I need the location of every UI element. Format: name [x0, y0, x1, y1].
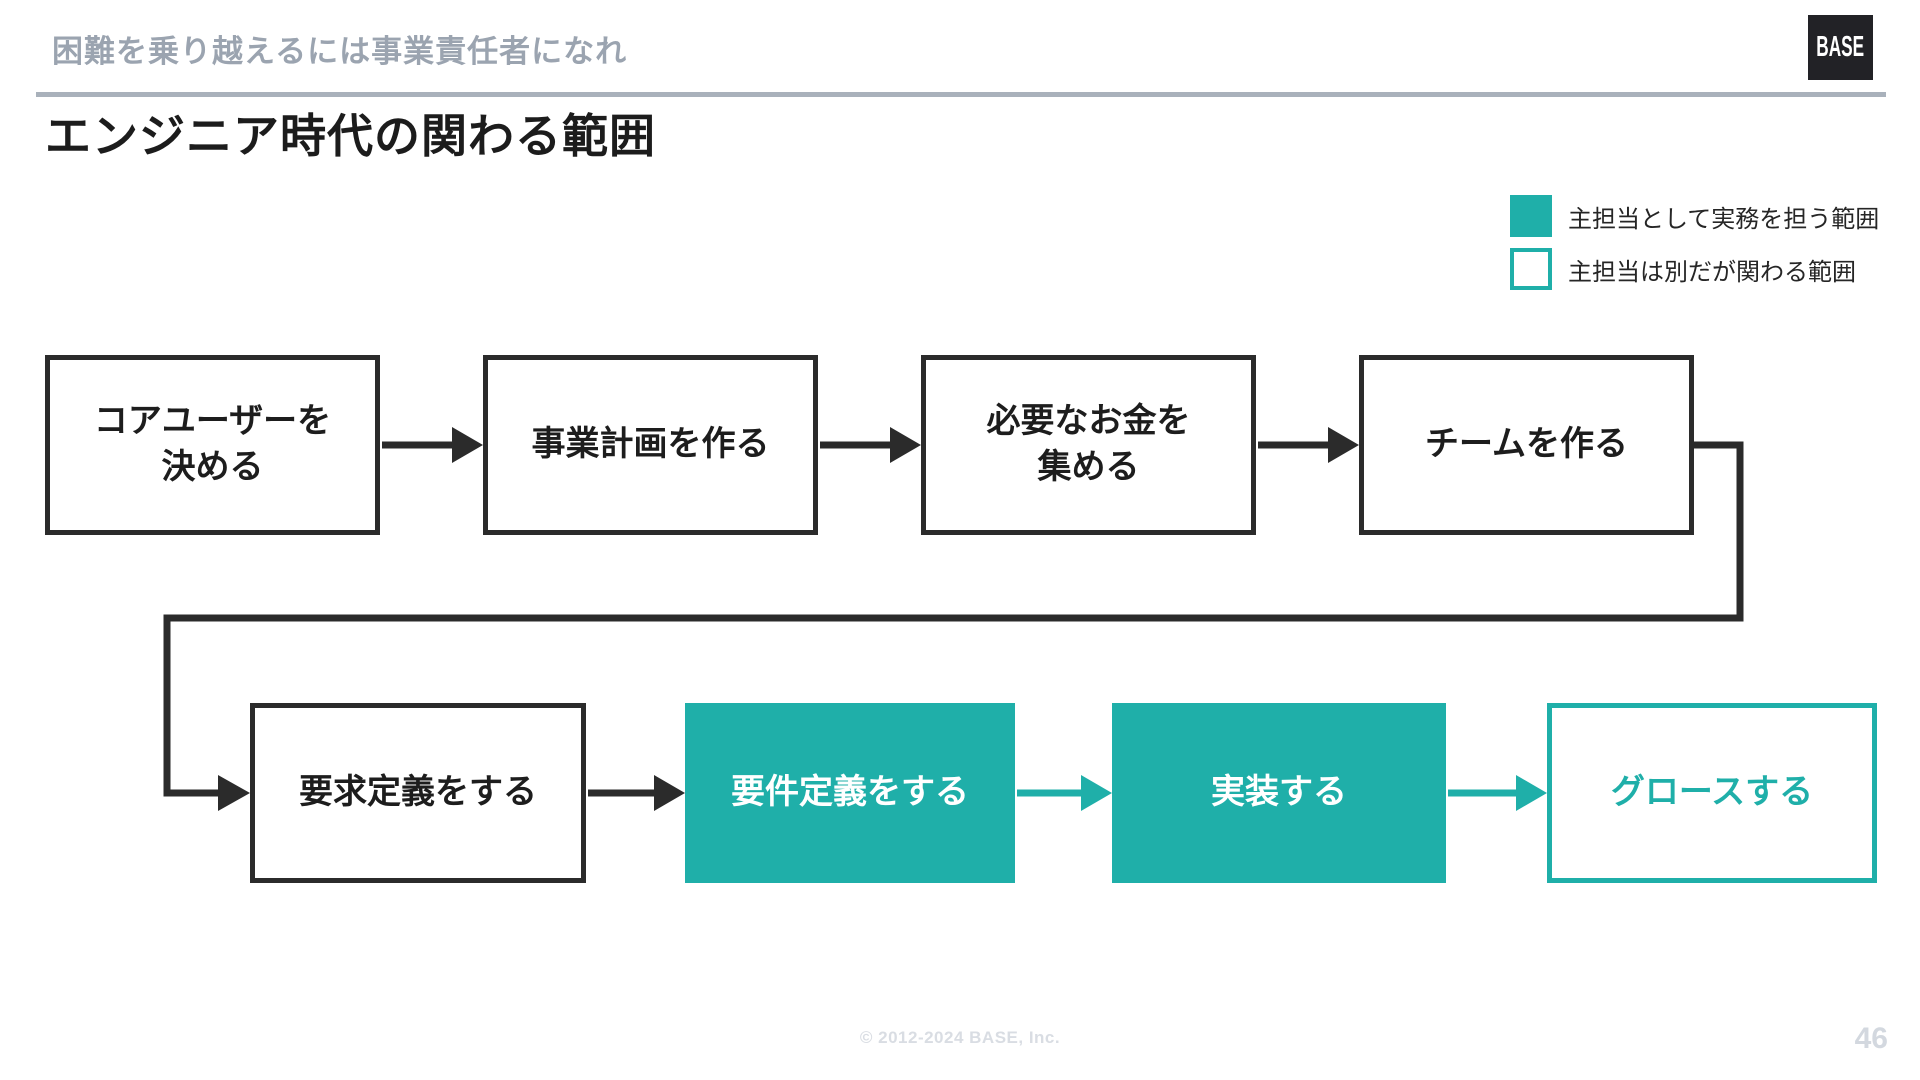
flow-node-label: 必要なお金を 集める [986, 402, 1191, 486]
flow-node-spec-definition: 要件定義をする [685, 703, 1015, 883]
header-divider [36, 92, 1886, 97]
legend: 主担当として実務を担う範囲 主担当は別だが関わる範囲 [1510, 195, 1879, 290]
flow-node-growth: グロースする [1547, 703, 1877, 883]
legend-filled-swatch-icon [1510, 195, 1552, 237]
arrow-money-to-team [1258, 427, 1359, 463]
arrow-implement-to-growth [1448, 775, 1547, 811]
flow-node-label: 要件定義をする [731, 773, 969, 812]
legend-outlined-swatch-icon [1510, 248, 1552, 290]
flow-node-decide-core-user: コアユーザーを 決める [45, 355, 380, 535]
flow-node-label: グロースする [1610, 773, 1814, 812]
flow-node-label: 実装する [1211, 773, 1347, 812]
copyright-text: © 2012-2024 BASE, Inc. [859, 1028, 1061, 1047]
legend-label: 主担当として実務を担う範囲 [1568, 205, 1880, 233]
section-title: 困難を乗り越えるには事業責任者になれ [52, 34, 628, 69]
legend-label: 主担当は別だが関わる範囲 [1568, 258, 1856, 286]
arrow-spec-to-implement [1017, 775, 1112, 811]
flow-node-requirements-definition: 要求定義をする [250, 703, 586, 883]
flow-node-label: コアユーザーを 決める [93, 402, 332, 486]
flow-node-implement: 実装する [1112, 703, 1446, 883]
flow-node-raise-money: 必要なお金を 集める [921, 355, 1256, 535]
flow-node-make-business-plan: 事業計画を作る [483, 355, 818, 535]
flow-node-label: チームを作る [1425, 425, 1628, 464]
flow-node-label: 要求定義をする [299, 773, 537, 812]
arrow-plan-to-money [820, 427, 921, 463]
arrow-core-user-to-plan [382, 427, 483, 463]
flow-node-label: 事業計画を作る [531, 425, 770, 464]
base-logo: BASE [1808, 15, 1873, 80]
page-number: 46 [1854, 1022, 1888, 1055]
legend-item-primary: 主担当として実務を担う範囲 [1510, 195, 1879, 237]
arrow-requirements-to-spec [588, 775, 685, 811]
page-title: エンジニア時代の関わる範囲 [45, 110, 656, 162]
base-logo-text: BASE [1816, 31, 1865, 63]
legend-item-secondary: 主担当は別だが関わる範囲 [1510, 248, 1879, 290]
flow-node-build-team: チームを作る [1359, 355, 1694, 535]
